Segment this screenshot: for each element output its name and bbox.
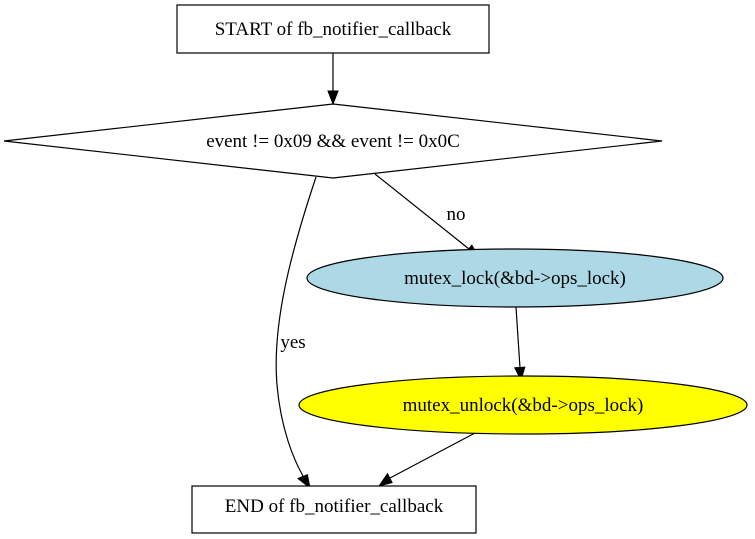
decision-diamond bbox=[3, 103, 663, 179]
edge-decision-no: no bbox=[374, 173, 481, 259]
start-label: START of fb_notifier_callback bbox=[215, 19, 452, 40]
arrowhead bbox=[514, 366, 526, 382]
node-decision: event != 0x09 && event != 0x0C bbox=[3, 103, 663, 179]
arrowhead bbox=[297, 474, 311, 490]
mutex-lock-label: mutex_lock(&bd->ops_lock) bbox=[404, 268, 626, 289]
node-end: END of fb_notifier_callback bbox=[191, 485, 477, 534]
node-mutex-unlock: mutex_unlock(&bd->ops_lock) bbox=[298, 375, 748, 435]
node-mutex-lock: mutex_lock(&bd->ops_lock) bbox=[306, 248, 724, 308]
arrowhead bbox=[327, 90, 339, 106]
end-box bbox=[191, 485, 477, 534]
mutex-unlock-ellipse bbox=[298, 375, 748, 435]
start-box bbox=[176, 4, 490, 54]
edge-lock-to-unlock bbox=[514, 306, 526, 382]
mutex-unlock-label: mutex_unlock(&bd->ops_lock) bbox=[403, 395, 644, 416]
mutex-lock-ellipse bbox=[306, 248, 724, 308]
end-label: END of fb_notifier_callback bbox=[225, 496, 444, 517]
edge-unlock-to-end bbox=[377, 432, 476, 487]
arrowhead bbox=[377, 472, 393, 487]
edge-start-to-decision bbox=[327, 53, 339, 106]
node-start: START of fb_notifier_callback bbox=[176, 4, 490, 54]
edge-label-no: no bbox=[447, 204, 466, 225]
edge-label-yes: yes bbox=[280, 332, 305, 353]
edge-decision-yes: yes bbox=[275, 176, 317, 490]
decision-label: event != 0x09 && event != 0x0C bbox=[206, 131, 460, 152]
